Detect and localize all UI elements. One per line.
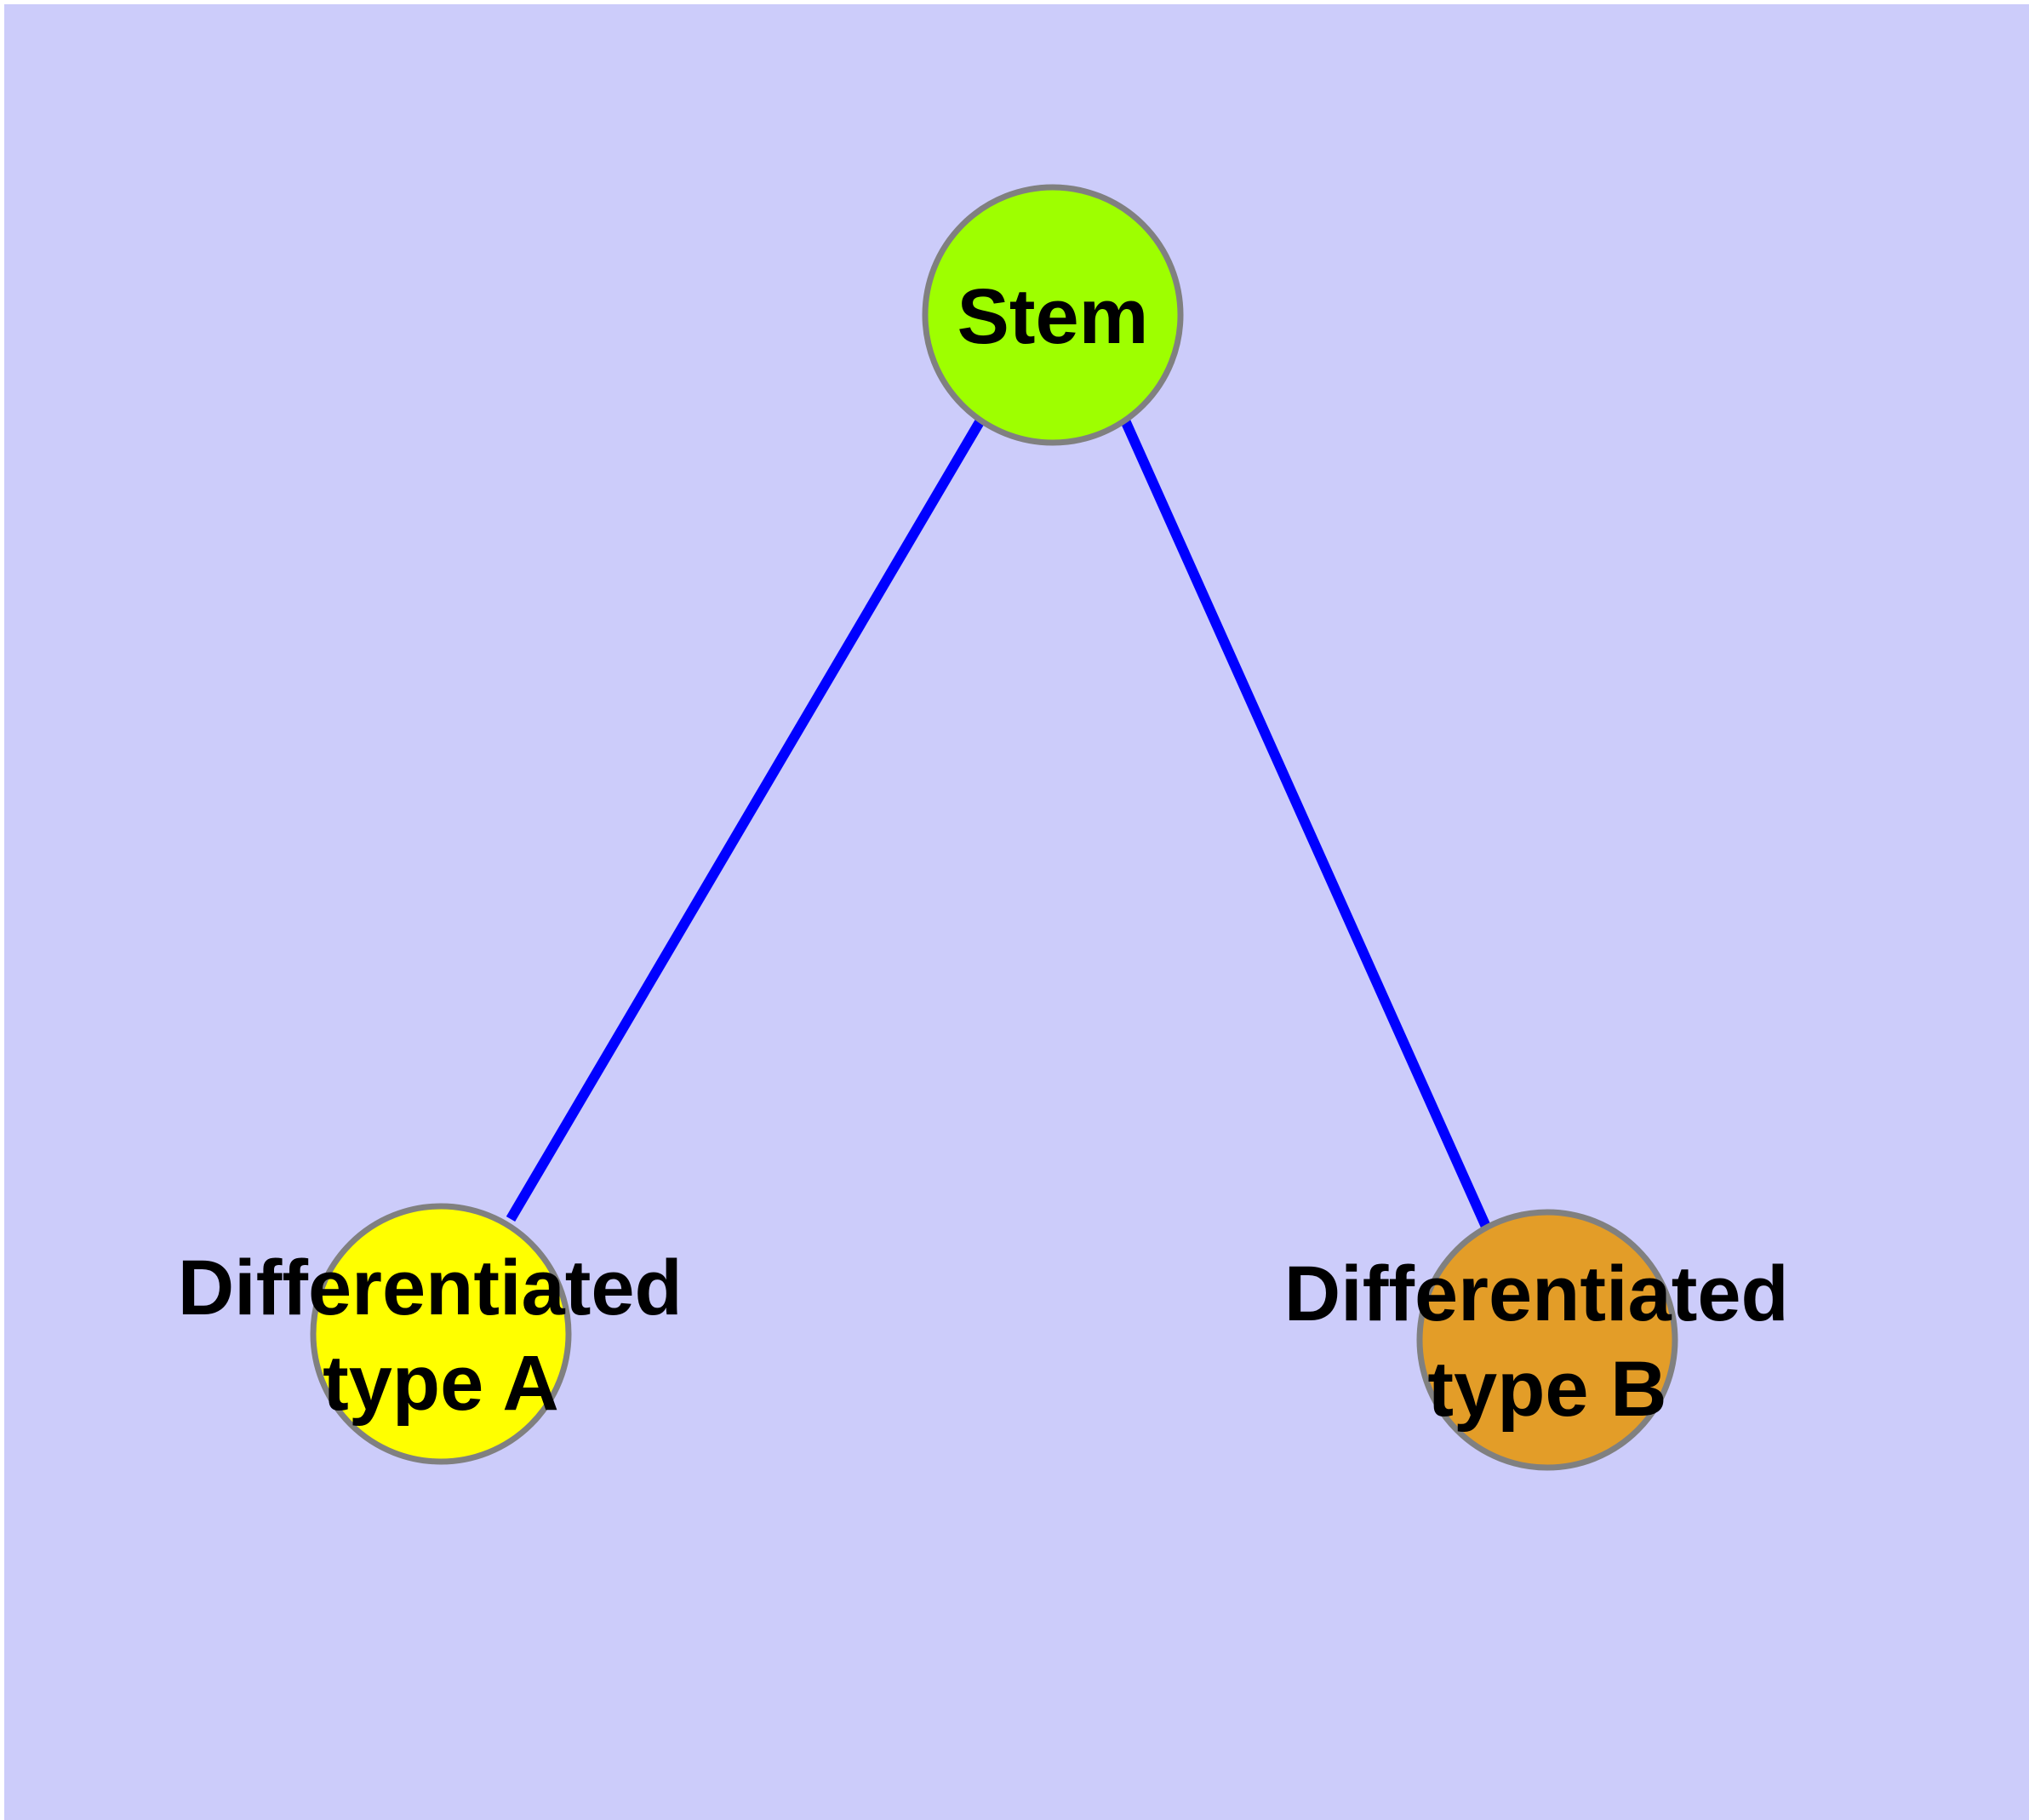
node-differentiated-type-b-label-line-2: type B: [1427, 1346, 1666, 1433]
node-differentiated-type-b-label: Differentiated type B: [1284, 1251, 1811, 1433]
node-stem-circle[interactable]: [922, 184, 1184, 446]
node-differentiated-type-a-label: Differentiated type A: [178, 1245, 705, 1427]
node-layer: [310, 184, 1678, 1471]
edge-stem-to-differentiated-type-b[interactable]: [1120, 418, 1491, 1229]
label-layer: Stem Differentiated type A Differentiate…: [178, 273, 1811, 1433]
edge-layer: [506, 417, 1491, 1229]
node-stem-label-line-1: Stem: [957, 273, 1149, 360]
edge-stem-to-differentiated-type-a[interactable]: [506, 417, 986, 1222]
node-differentiated-type-b-label-line-1: Differentiated: [1284, 1251, 1789, 1337]
node-stem-label: Stem: [957, 273, 1149, 360]
node-differentiated-type-a-label-line-2: type A: [323, 1340, 559, 1427]
node-differentiated-type-a-label-line-1: Differentiated: [178, 1245, 683, 1331]
node-differentiated-type-b-circle[interactable]: [1416, 1209, 1678, 1471]
node-differentiated-type-a-circle[interactable]: [310, 1203, 572, 1465]
